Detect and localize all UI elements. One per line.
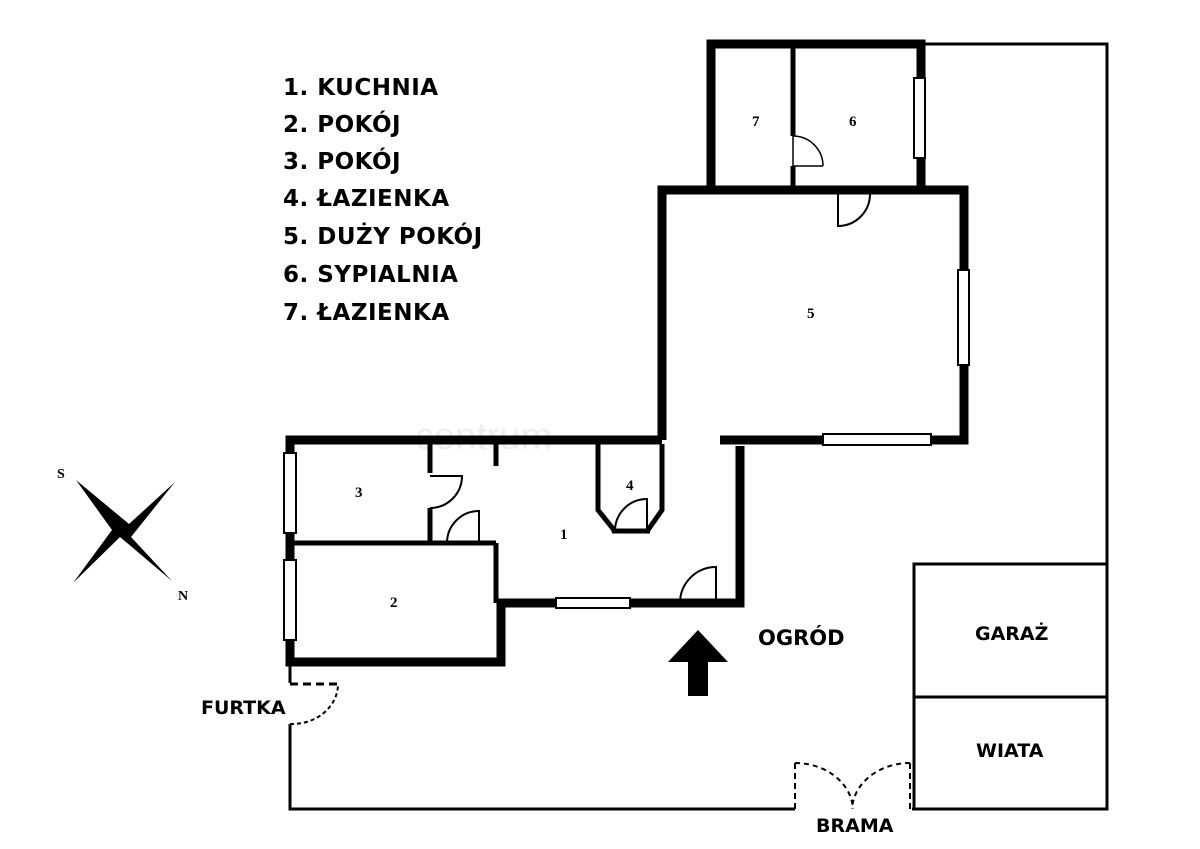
entrance-arrow-icon [668,630,728,696]
wicket-label: FURTKA [201,697,286,719]
garden-label: OGRÓD [758,625,845,650]
compass-north-label: N [178,589,188,604]
room-number-4: 4 [626,478,634,494]
legend-item-6: 6. SYPIALNIA [283,262,458,288]
compass-south-label: S [57,467,65,482]
doors [289,135,911,810]
room-number-6: 6 [849,114,857,130]
carport-label: WIATA [976,740,1044,762]
room-number-2: 2 [390,595,398,611]
legend-item-3: 3. POKÓJ [283,147,401,175]
internal-walls [294,48,921,603]
legend-item-7: 7. ŁAZIENKA [283,300,450,326]
outbuildings [912,562,1109,811]
legend: 1. KUCHNIA 2. POKÓJ 3. POKÓJ 4. ŁAZIENKA… [283,75,483,326]
gate-label: BRAMA [816,815,894,837]
room-number-3: 3 [355,485,363,501]
legend-item-2: 2. POKÓJ [283,110,401,138]
legend-item-5: 5. DUŻY POKÓJ [283,222,483,250]
legend-item-1: 1. KUCHNIA [283,75,439,101]
garage-label: GARAŻ [975,621,1048,645]
legend-item-4: 4. ŁAZIENKA [283,186,450,212]
room-number-7: 7 [752,114,760,130]
compass-rose-icon: S N [57,467,188,604]
room-number-5: 5 [807,306,815,322]
room-number-1: 1 [560,527,568,543]
windows [283,77,970,641]
